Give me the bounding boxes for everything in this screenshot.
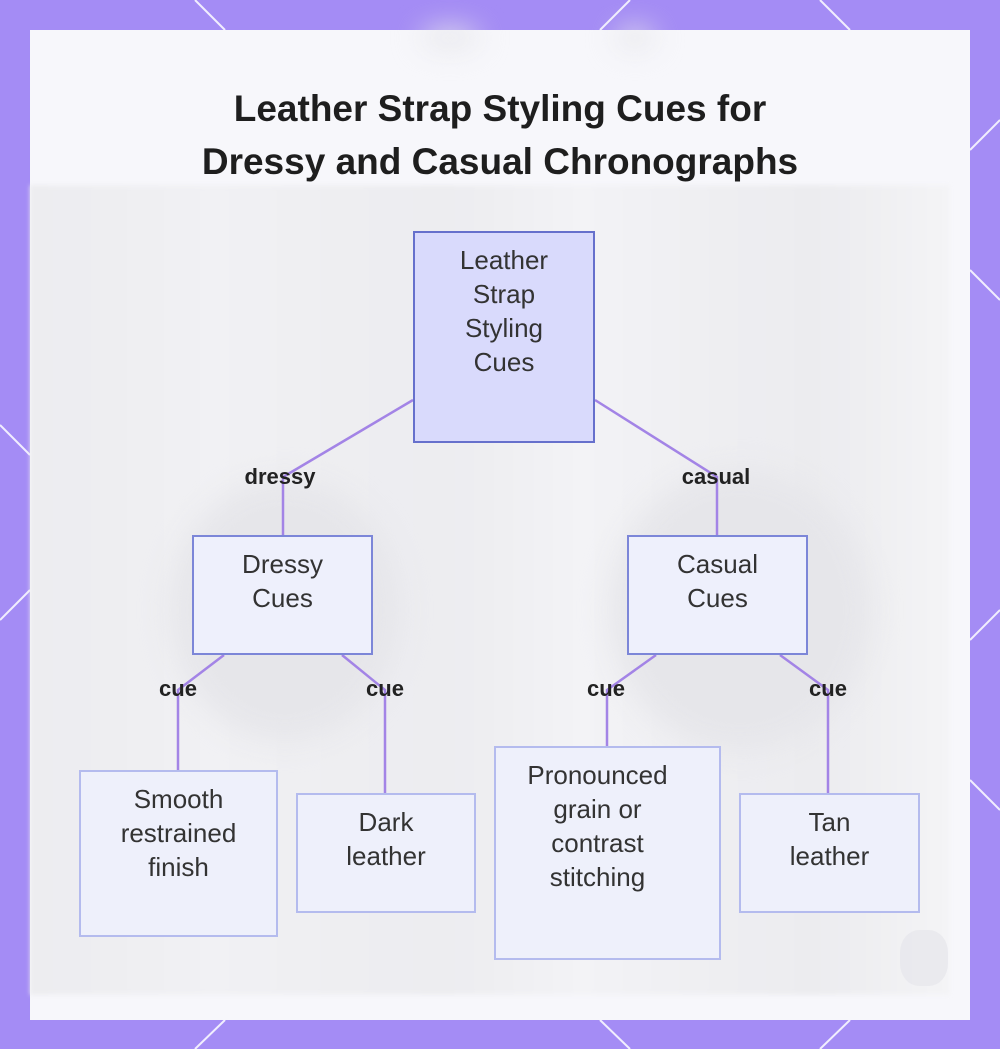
- node-label-line: Cues: [252, 583, 313, 613]
- node-label-line: Pronounced: [527, 760, 668, 790]
- node-label-line: Casual: [677, 549, 758, 579]
- node-tan-leather: Tan leather: [739, 793, 920, 913]
- edge-dressy-dark: [341, 654, 387, 793]
- node-leather-strap-styling-cues: Leather Strap Styling Cues: [413, 231, 595, 443]
- node-dark-leather: Dark leather: [296, 793, 476, 913]
- edge-casual-grain: [605, 653, 657, 746]
- node-label-line: Strap: [472, 279, 536, 309]
- node-label-line: contrast: [551, 828, 644, 858]
- edge-dressy-smooth: [176, 654, 225, 770]
- background-blob: [615, 28, 655, 48]
- node-label-line: Cues: [687, 583, 748, 613]
- title-line-1: Leather Strap Styling Cues for: [233, 88, 767, 129]
- page-title: Leather Strap Styling Cues for Dressy an…: [0, 82, 1000, 188]
- title-line-2: Dressy and Casual Chronographs: [201, 141, 799, 182]
- node-label-line: Cues: [473, 347, 535, 377]
- node-casual-cues: Casual Cues: [627, 535, 808, 655]
- node-dressy-cues: Dressy Cues: [192, 535, 373, 655]
- edge-label-dressy: dressy: [244, 464, 316, 489]
- node-label-line: grain or: [553, 794, 642, 824]
- node-label-line: Tan: [808, 807, 851, 837]
- node-pronounced-grain-or-contrast-stitching: Pronounced grain or contrast stitching: [494, 746, 721, 960]
- edge-casual-tan: [779, 653, 830, 793]
- node-label-line: stitching: [549, 862, 646, 892]
- node-label-line: leather: [789, 841, 870, 871]
- edge-label-cue: cue: [159, 676, 197, 701]
- edge-label-cue: cue: [587, 676, 625, 701]
- node-label-line: Dark: [358, 807, 414, 837]
- edge-label-casual: casual: [681, 464, 751, 489]
- node-label-line: finish: [148, 852, 209, 882]
- node-label-line: Dressy: [242, 549, 323, 579]
- node-label-line: restrained: [120, 818, 237, 848]
- node-label-line: Styling: [464, 313, 544, 343]
- edge-label-cue: cue: [809, 676, 847, 701]
- node-label-line: Leather: [459, 245, 549, 275]
- watermark-emblem: [900, 930, 948, 986]
- node-label-line: Smooth: [133, 784, 224, 814]
- node-smooth-restrained-finish: Smooth restrained finish: [79, 770, 278, 937]
- node-label-line: leather: [346, 841, 426, 871]
- edge-label-cue: cue: [366, 676, 404, 701]
- edge-root-dressy: [281, 398, 414, 535]
- edge-root-casual: [594, 398, 719, 535]
- background-blob: [420, 28, 480, 48]
